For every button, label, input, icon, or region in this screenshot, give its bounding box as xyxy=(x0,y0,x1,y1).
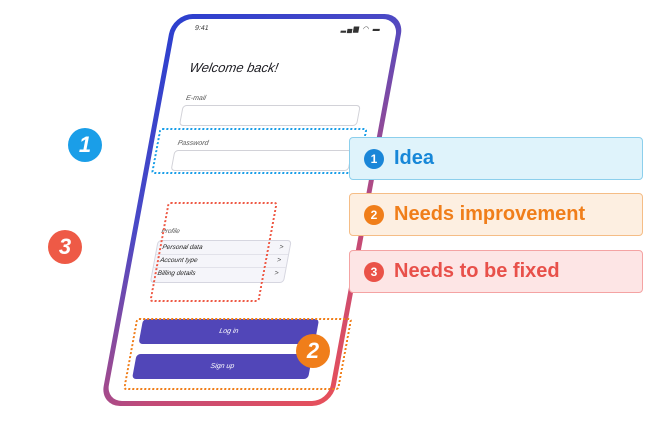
annotation-badge-1: 1 xyxy=(68,128,102,162)
chevron-right-icon: > xyxy=(273,270,280,277)
legend-item-idea: 1 Idea xyxy=(349,137,643,180)
legend-badge: 2 xyxy=(364,204,384,225)
chevron-right-icon: > xyxy=(276,257,282,264)
legend-badge: 3 xyxy=(364,261,384,282)
status-time: 9:41 xyxy=(194,25,210,32)
annotation-badge-2: 2 xyxy=(296,334,330,368)
annotation-number: 1 xyxy=(78,132,92,157)
legend-item-needs-to-be-fixed: 3 Needs to be fixed xyxy=(349,250,643,293)
welcome-heading: Welcome back! xyxy=(188,60,280,75)
status-icons: ▂▄▆ ◠ ▬ xyxy=(340,26,382,33)
annotation-number: 3 xyxy=(58,234,72,259)
legend-badge: 1 xyxy=(364,148,384,169)
legend-item-needs-improvement: 2 Needs improvement xyxy=(349,193,643,236)
email-field[interactable] xyxy=(178,105,361,126)
annotation-number: 2 xyxy=(306,338,320,363)
legend-label: Idea xyxy=(394,147,435,169)
legend-label: Needs improvement xyxy=(394,203,586,225)
annotation-box-1 xyxy=(150,128,368,174)
legend-label: Needs to be fixed xyxy=(394,260,560,282)
annotation-box-3 xyxy=(149,202,278,302)
email-label: E-mail xyxy=(185,95,207,102)
annotation-badge-3: 3 xyxy=(48,230,82,264)
chevron-right-icon: > xyxy=(278,244,285,251)
